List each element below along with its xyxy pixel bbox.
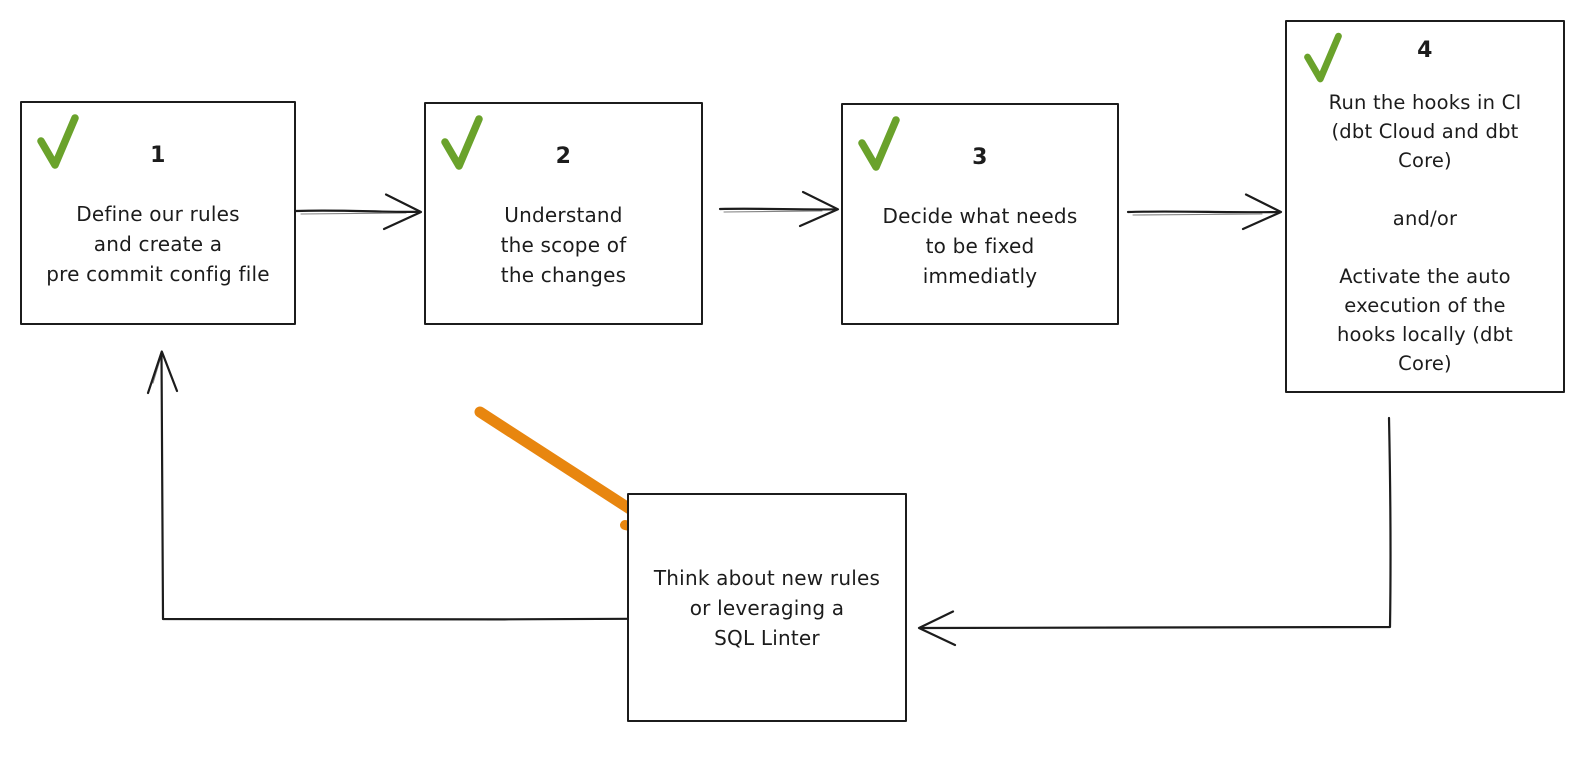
- step-3-header: 3: [843, 105, 1117, 197]
- step-number: 1: [150, 143, 166, 168]
- step-box-2: 2 Understand the scope of the changes: [424, 102, 703, 325]
- checkmark-icon: [37, 114, 79, 169]
- step-2-header: 2: [426, 104, 701, 196]
- checkmark-icon: [1304, 32, 1342, 83]
- feedback-text: Think about new rules or leveraging a SQ…: [653, 565, 881, 650]
- step-text: Run the hooks in CI (dbt Cloud and dbt C…: [1328, 91, 1522, 375]
- step-number: 4: [1417, 38, 1433, 63]
- arrow-step1-to-step2: [294, 193, 423, 231]
- arrow-step4-to-feedback-box: [917, 416, 1392, 647]
- step-box-1: 1 Define our rules and create a pre comm…: [20, 101, 296, 325]
- checkmark-icon: [858, 116, 900, 171]
- step-number: 2: [555, 144, 572, 169]
- step-number: 3: [972, 145, 988, 170]
- step-box-3: 3 Decide what needs to be fixed immediat…: [841, 103, 1119, 325]
- step-1-header: 1: [22, 103, 294, 195]
- step-4-header: 4: [1287, 22, 1563, 86]
- feedback-box: Think about new rules or leveraging a SQ…: [627, 493, 907, 722]
- step-text: Define our rules and create a pre commit…: [46, 202, 270, 286]
- checkmark-icon: [441, 115, 483, 170]
- step-text: Understand the scope of the changes: [500, 203, 627, 287]
- step-box-4: 4 Run the hooks in CI (dbt Cloud and dbt…: [1285, 20, 1565, 393]
- arrow-step2-to-step3: [718, 190, 840, 228]
- arrow-feedback-box-to-step1: [146, 350, 629, 621]
- step-text: Decide what needs to be fixed immediatly: [882, 204, 1078, 288]
- arrow-step3-to-step4: [1126, 193, 1283, 231]
